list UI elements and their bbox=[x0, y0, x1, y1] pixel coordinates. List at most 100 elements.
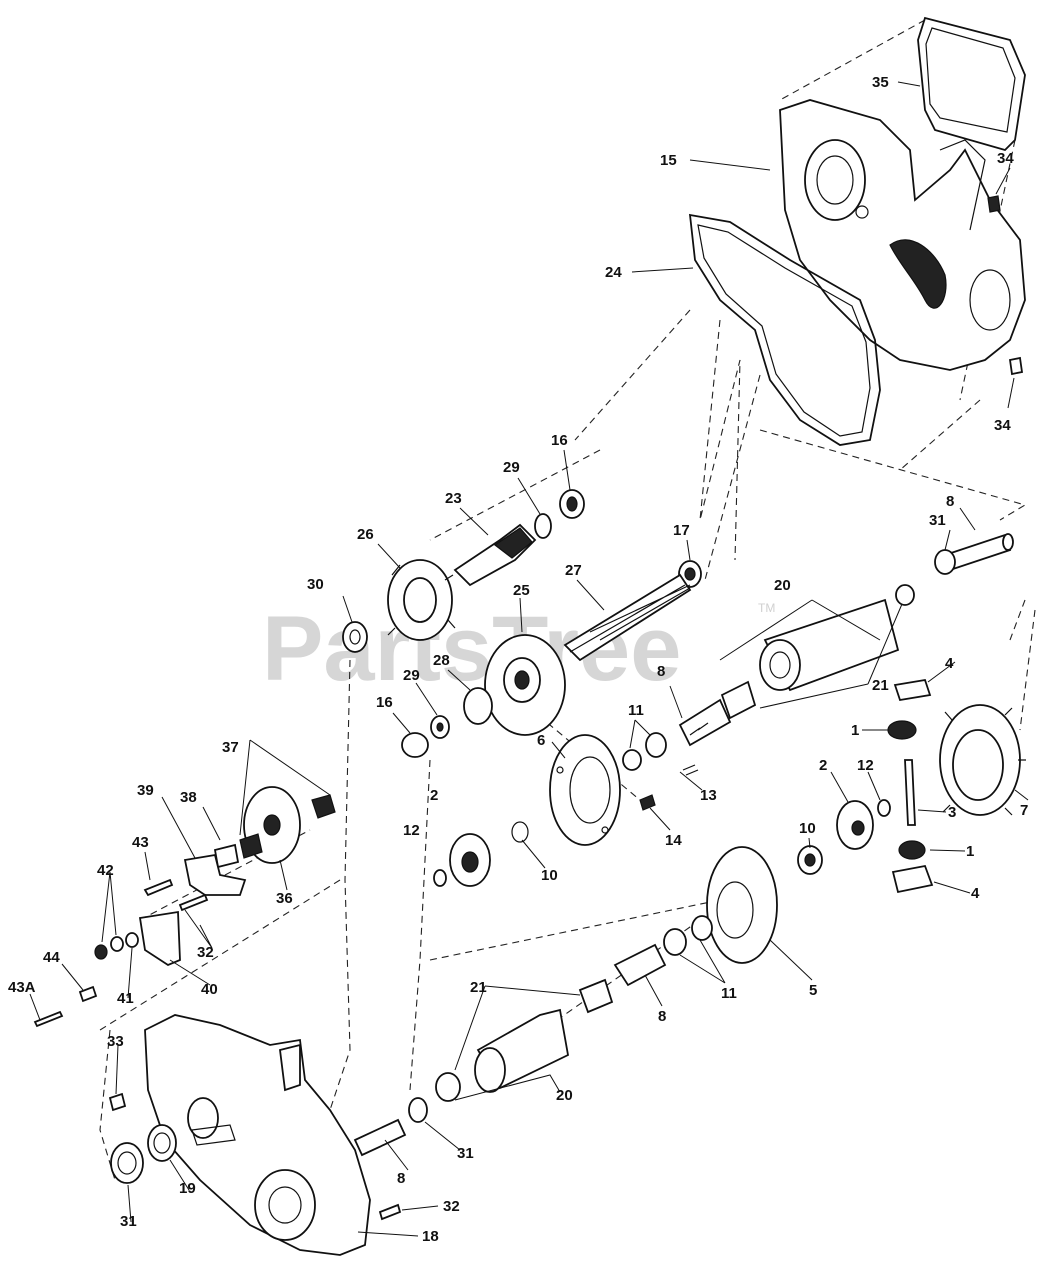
part-43a-cotter-pin bbox=[33, 1010, 64, 1028]
part-20-axle-tube-lower bbox=[474, 1008, 570, 1093]
part-21-bushing-upper-a bbox=[895, 584, 915, 606]
label-21-lower: 21 bbox=[470, 979, 487, 996]
label-19: 19 bbox=[179, 1180, 196, 1197]
label-42: 42 bbox=[97, 862, 114, 879]
label-31-left: 31 bbox=[120, 1213, 137, 1230]
watermark-text: PartsTree bbox=[262, 598, 681, 700]
label-30: 30 bbox=[307, 576, 324, 593]
label-15: 15 bbox=[660, 152, 677, 169]
label-16-lower: 16 bbox=[376, 694, 393, 711]
part-8-axle-left bbox=[353, 1118, 407, 1157]
label-4-upper: 4 bbox=[945, 655, 954, 672]
part-21-bushing-upper-b bbox=[720, 680, 757, 720]
part-16-bearing-lower bbox=[401, 732, 429, 758]
part-23-pinion-shaft bbox=[453, 523, 537, 587]
part-18-lower-housing bbox=[144, 1014, 371, 1256]
part-41-washer bbox=[125, 932, 139, 948]
label-35: 35 bbox=[872, 74, 889, 91]
label-34-upper: 34 bbox=[997, 150, 1014, 167]
label-5: 5 bbox=[809, 982, 817, 999]
part-31-seal-upper bbox=[934, 549, 956, 575]
part-10-washer-lower bbox=[797, 845, 823, 875]
label-10-upper: 10 bbox=[541, 867, 558, 884]
part-21-bushing-lower-b bbox=[435, 1072, 461, 1102]
label-37: 37 bbox=[222, 739, 239, 756]
label-3: 3 bbox=[948, 804, 956, 821]
part-42-nut bbox=[94, 936, 124, 960]
label-36: 36 bbox=[276, 890, 293, 907]
label-43a: 43A bbox=[8, 979, 36, 996]
part-2-side-gear-lower bbox=[836, 800, 874, 850]
label-29-upper: 29 bbox=[503, 459, 520, 476]
part-40-bracket bbox=[138, 910, 181, 967]
label-11-upper: 11 bbox=[628, 702, 644, 719]
part-1-pinion-lower bbox=[898, 840, 926, 860]
part-2-side-gear-upper bbox=[449, 833, 491, 887]
label-8-left: 8 bbox=[397, 1170, 405, 1187]
part-37-brake-pad-right bbox=[311, 794, 336, 819]
part-6-diff-case-half bbox=[549, 734, 621, 846]
label-27: 27 bbox=[565, 562, 582, 579]
part-4-block-upper bbox=[893, 678, 932, 702]
label-29-lower: 29 bbox=[403, 667, 420, 684]
part-31-seal-left bbox=[110, 1142, 144, 1184]
part-25-gear bbox=[484, 634, 566, 736]
part-35-cover-gasket bbox=[917, 16, 1026, 152]
leader-lines bbox=[29, 81, 1029, 1237]
label-38: 38 bbox=[180, 789, 197, 806]
label-25: 25 bbox=[513, 582, 530, 599]
label-26: 26 bbox=[357, 526, 374, 543]
part-31-seal-lower bbox=[408, 1097, 428, 1123]
part-33-fitting bbox=[108, 1092, 127, 1112]
label-34-lower: 34 bbox=[994, 417, 1011, 434]
label-17: 17 bbox=[673, 522, 690, 539]
label-7: 7 bbox=[1020, 802, 1028, 819]
part-24-gasket bbox=[688, 213, 881, 446]
part-30-washer bbox=[342, 621, 368, 653]
label-40: 40 bbox=[201, 981, 218, 998]
part-37-brake-pad-left bbox=[239, 833, 263, 859]
label-20-upper: 20 bbox=[774, 577, 791, 594]
part-43-bolt bbox=[143, 878, 174, 897]
part-13-spring bbox=[682, 764, 699, 776]
label-39: 39 bbox=[137, 782, 154, 799]
label-32-upper: 32 bbox=[197, 944, 214, 961]
label-31-lower: 31 bbox=[457, 1145, 474, 1162]
label-10-lower: 10 bbox=[799, 820, 816, 837]
label-1-lower: 1 bbox=[966, 843, 974, 860]
label-21-upper: 21 bbox=[872, 677, 889, 694]
part-11-washer-lower-b bbox=[663, 928, 687, 956]
part-1-pinion-upper bbox=[887, 720, 917, 740]
part-11-washer-lower-a bbox=[691, 915, 713, 941]
part-34-plug-upper bbox=[987, 195, 1001, 213]
label-14: 14 bbox=[665, 832, 682, 849]
part-11-washer-upper-b bbox=[645, 732, 667, 758]
part-27-spline-shaft bbox=[563, 573, 692, 662]
part-8-axle-upper bbox=[943, 533, 1014, 572]
label-4-lower: 4 bbox=[971, 885, 980, 902]
label-33: 33 bbox=[107, 1033, 124, 1050]
label-31-upper: 31 bbox=[929, 512, 946, 529]
part-28-spacer bbox=[463, 687, 493, 725]
label-43: 43 bbox=[132, 834, 149, 851]
label-1-upper: 1 bbox=[851, 722, 859, 739]
label-8-mid: 8 bbox=[657, 663, 665, 680]
part-5-diff-case-half bbox=[706, 846, 778, 964]
label-44: 44 bbox=[43, 949, 60, 966]
part-39-brake-lever bbox=[183, 853, 247, 896]
label-41: 41 bbox=[117, 990, 134, 1007]
part-8-axle-mid bbox=[678, 698, 732, 747]
part-labels: 35 34 15 24 34 16 29 23 26 17 27 25 30 2… bbox=[8, 74, 1028, 1245]
label-23: 23 bbox=[445, 490, 462, 507]
label-13: 13 bbox=[700, 787, 717, 804]
part-34-plug-lower bbox=[1008, 356, 1024, 376]
part-26-gear bbox=[387, 559, 456, 641]
label-8-upper: 8 bbox=[946, 493, 954, 510]
label-16-upper: 16 bbox=[551, 432, 568, 449]
part-16-bearing-upper bbox=[559, 489, 585, 519]
part-19-bearing bbox=[147, 1124, 177, 1162]
part-29-washer-upper bbox=[534, 513, 552, 539]
part-7-ring-gear bbox=[939, 704, 1026, 816]
part-14-set-screw bbox=[639, 794, 656, 811]
